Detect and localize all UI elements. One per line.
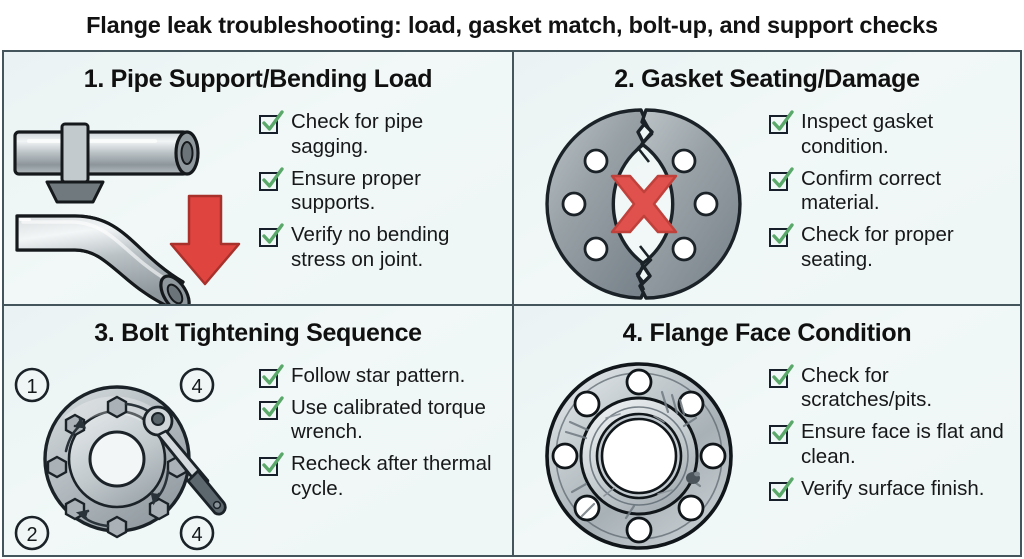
checklist-item[interactable]: Check for proper seating. <box>769 223 1010 273</box>
panel-4-body: Check for scratches/pits. Ensure face is… <box>514 358 1020 556</box>
checklist-item-label: Check for proper seating. <box>801 223 954 271</box>
panel-2-heading: 2. Gasket Seating/Damage <box>614 65 920 93</box>
panel-bolt-sequence: 3. Bolt Tightening Sequence <box>4 303 512 556</box>
panel-4-illustration <box>514 358 769 556</box>
bolt-hole <box>583 236 609 262</box>
badge-2: 2 <box>14 515 49 551</box>
checklist-item[interactable]: Check for scratches/pits. <box>769 364 1010 414</box>
panel-1-checklist-col: Check for pipe sagging. Ensure proper su… <box>259 104 512 280</box>
svg-text:2: 2 <box>26 524 37 546</box>
panel-3-body: 1 4 2 4 <box>4 358 512 556</box>
checkbox-checked-icon[interactable] <box>769 363 794 389</box>
panel-2-body: Inspect gasket condition. Confirm correc… <box>514 104 1020 304</box>
checklist-item-label: Ensure proper supports. <box>291 166 421 215</box>
page-title: Flange leak troubleshooting: load, gaske… <box>86 11 938 38</box>
svg-text:1: 1 <box>26 376 37 398</box>
bolt-hole <box>671 236 697 262</box>
panel-2-illustration <box>514 104 769 304</box>
checkbox-checked-icon[interactable] <box>259 223 284 248</box>
bolt-hole <box>583 148 609 174</box>
checklist-item[interactable]: Verify no bending stress on joint. <box>259 223 502 273</box>
checklist-item[interactable]: Confirm correct material. <box>769 167 1010 217</box>
checklist-item-label: Verify surface finish. <box>801 476 985 500</box>
panel-1-heading: 1. Pipe Support/Bending Load <box>83 65 433 93</box>
checklist-item-label: Verify no bending stress on joint. <box>291 223 450 271</box>
checklist-item-label: Inspect gasket condition. <box>801 110 934 158</box>
svg-text:4: 4 <box>191 376 202 398</box>
checklist-item[interactable]: Follow star pattern. <box>259 364 502 389</box>
panel-grid: 1. Pipe Support/Bending Load <box>2 50 1022 557</box>
cracked-gasket-icon <box>545 108 742 300</box>
checklist-item[interactable]: Ensure face is flat and clean. <box>769 420 1010 470</box>
checklist-item-label: Ensure face is flat and clean. <box>801 420 1004 468</box>
checklist-item-label: Recheck after thermal cycle. <box>291 452 492 500</box>
badge-4-top: 4 <box>179 367 214 403</box>
flange-face-condition-icon <box>545 362 733 551</box>
checklist-item-label: Use calibrated torque wrench. <box>291 395 486 444</box>
checkbox-checked-icon[interactable] <box>259 363 284 389</box>
panel-flange-face: 4. Flange Face Condition <box>512 303 1020 556</box>
panel-4-heading: 4. Flange Face Condition <box>622 318 912 347</box>
checkbox-checked-icon[interactable] <box>259 166 284 192</box>
panel-3-checklist-col: Follow star pattern. Use calibrated torq… <box>259 358 512 509</box>
x-mark-icon <box>610 174 678 233</box>
checklist-item[interactable]: Inspect gasket condition. <box>769 110 1010 160</box>
sequence-badges: 1 4 2 4 <box>14 367 214 551</box>
checkbox-checked-icon[interactable] <box>769 420 794 445</box>
panel-1-illustration <box>4 104 259 304</box>
checkbox-checked-icon[interactable] <box>769 166 794 192</box>
checklist-item[interactable]: Check for pipe sagging. <box>259 110 502 160</box>
checklist-item-label: Check for scratches/pits. <box>801 363 933 412</box>
bolt-hole <box>561 191 587 217</box>
panel-pipe-support: 1. Pipe Support/Bending Load <box>4 52 512 304</box>
torque-wrench-icon <box>142 405 227 516</box>
checkbox-checked-icon[interactable] <box>259 452 284 477</box>
checkbox-checked-icon[interactable] <box>769 223 794 248</box>
badge-4-bottom: 4 <box>179 515 214 551</box>
down-arrow-icon <box>169 194 240 285</box>
bolt-hole <box>671 148 697 174</box>
panel-3-checklist: Follow star pattern. Use calibrated torq… <box>259 364 502 502</box>
checklist-item[interactable]: Recheck after thermal cycle. <box>259 452 502 502</box>
pipe-support-bending-load-icon <box>12 122 240 304</box>
scratch-marks <box>564 391 702 520</box>
checkbox-checked-icon[interactable] <box>769 110 794 135</box>
panel-2-checklist: Inspect gasket condition. Confirm correc… <box>769 110 1010 273</box>
checklist-item-label: Confirm correct material. <box>801 166 942 215</box>
panel-1-checklist: Check for pipe sagging. Ensure proper su… <box>259 110 502 273</box>
checkbox-checked-icon[interactable] <box>259 395 284 421</box>
checklist-item-label: Follow star pattern. <box>291 363 466 387</box>
bolt-hole <box>693 191 719 217</box>
checklist-item[interactable]: Ensure proper supports. <box>259 167 502 217</box>
checkbox-checked-icon[interactable] <box>769 476 794 502</box>
svg-text:4: 4 <box>191 524 202 546</box>
panel-2-checklist-col: Inspect gasket condition. Confirm correc… <box>769 104 1020 280</box>
badge-1: 1 <box>14 367 49 403</box>
panel-4-checklist-col: Check for scratches/pits. Ensure face is… <box>769 358 1020 509</box>
checklist-item-label: Check for pipe sagging. <box>291 110 424 158</box>
panel-3-illustration: 1 4 2 4 <box>4 358 259 556</box>
checklist-item[interactable]: Use calibrated torque wrench. <box>259 396 502 446</box>
panel-1-body: Check for pipe sagging. Ensure proper su… <box>4 104 512 304</box>
title-bar: Flange leak troubleshooting: load, gaske… <box>0 0 1024 50</box>
bolt-tightening-sequence-icon: 1 4 2 4 <box>14 367 227 551</box>
checklist-item[interactable]: Verify surface finish. <box>769 477 1010 502</box>
panel-gasket-seating: 2. Gasket Seating/Damage <box>512 52 1020 304</box>
panel-3-heading: 3. Bolt Tightening Sequence <box>94 318 422 347</box>
panel-4-checklist: Check for scratches/pits. Ensure face is… <box>769 364 1010 502</box>
checkbox-checked-icon[interactable] <box>259 110 284 135</box>
bolt-holes <box>551 368 727 544</box>
